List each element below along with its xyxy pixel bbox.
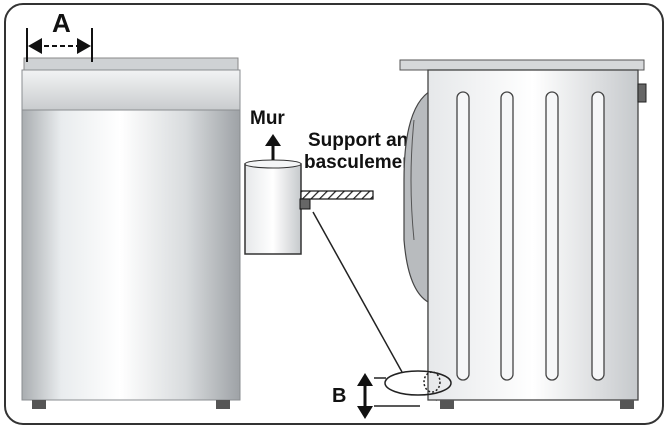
leader-line [312,211,403,373]
washer-side-view [399,59,647,409]
dimension-a-label: A [52,8,71,38]
front-foot-right [216,400,230,409]
side-slot-2 [500,91,514,381]
side-foot-back [620,400,634,409]
foot-detail [374,370,452,407]
wall-block [244,159,302,255]
side-slot-1 [456,91,470,381]
side-slot-4 [591,91,605,381]
anti-tip-bracket [299,190,374,210]
anti-tip-label-line2: basculement [304,152,421,173]
side-slot-3 [545,91,559,381]
dimension-b-label: B [332,385,346,407]
wall-label: Mur [250,108,285,129]
anti-tip-label-line1: Support anti- [308,130,426,151]
dimension-b-marker [357,373,373,419]
front-foot-left [32,400,46,409]
wall-arrow-up [265,134,281,160]
dimension-a-marker [26,28,93,62]
side-foot-front [440,400,454,409]
washer-front-view [21,57,241,409]
